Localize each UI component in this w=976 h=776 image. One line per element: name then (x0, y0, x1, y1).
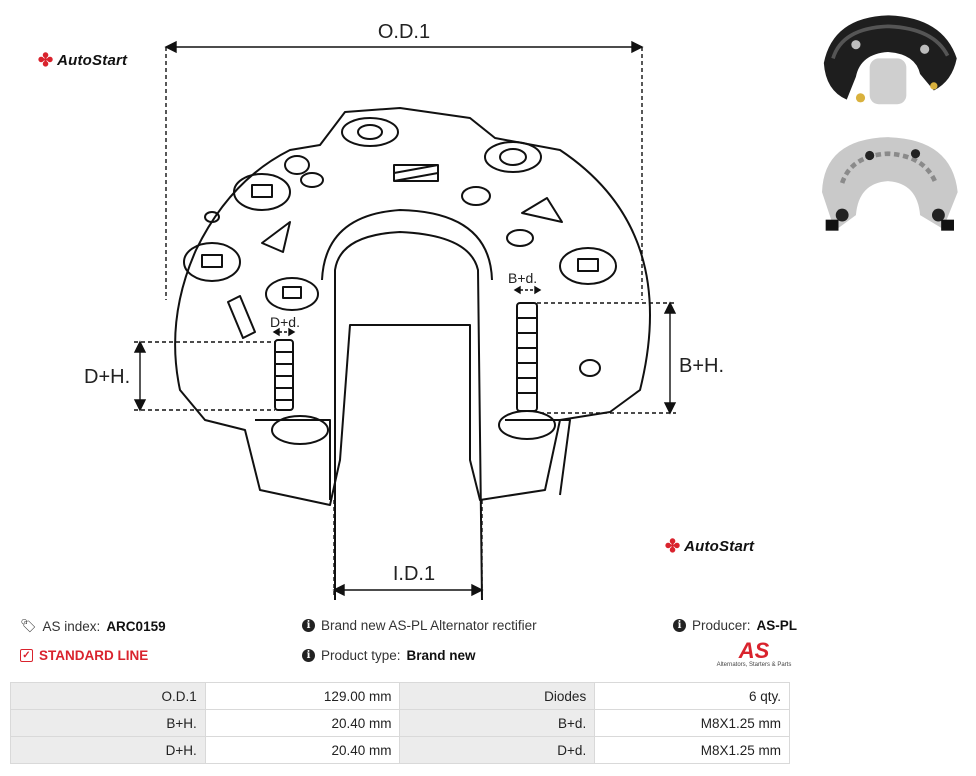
product-photo-bottom[interactable] (808, 128, 968, 238)
autostart-logo-bottom: ✤ AutoStart (665, 536, 755, 556)
info-icon: i (673, 619, 686, 632)
info-icon: i (302, 619, 315, 632)
bd-label: B+d. (508, 270, 537, 286)
dh-label: D+H. (84, 366, 130, 388)
as-index-value: ARC0159 (106, 618, 166, 634)
rectifier-outline (174, 107, 651, 506)
check-square-icon: ✓ (20, 649, 33, 662)
tags-icon: 🏷 (20, 618, 37, 633)
autostart-mark-icon: ✤ (38, 50, 54, 70)
product-photo-top[interactable] (808, 8, 968, 118)
autostart-logo-top: ✤ AutoStart (38, 50, 128, 70)
info-icon: i (302, 649, 315, 662)
od-label: O.D.1 (378, 21, 430, 43)
product-type: i Product type: Brand new (302, 648, 476, 663)
producer-value: AS-PL (756, 618, 798, 633)
standard-line-badge: ✓ STANDARD LINE (20, 648, 148, 663)
center-arch (334, 231, 483, 600)
autostart-mark-icon: ✤ (665, 536, 681, 556)
rectifier-technical-drawing: O.D.1 I.D.1 B+H. D+H. B+d. D+d. (84, 21, 724, 600)
table-row: D+H. 20.40 mm D+d. M8X1.25 mm (10, 736, 790, 764)
spec-table: O.D.1 129.00 mm Diodes 6 qty. B+H. 20.40… (10, 682, 790, 764)
id-label: I.D.1 (393, 563, 435, 585)
producer: i Producer: AS-PL (673, 618, 797, 633)
bh-label: B+H. (679, 355, 724, 377)
table-row: O.D.1 129.00 mm Diodes 6 qty. (10, 682, 790, 710)
as-index: 🏷 AS index: ARC0159 (20, 618, 166, 634)
product-type-value: Brand new (406, 648, 476, 663)
dd-label: D+d. (270, 314, 300, 330)
table-row: B+H. 20.40 mm B+d. M8X1.25 mm (10, 709, 790, 737)
product-description: i Brand new AS-PL Alternator rectifier (302, 618, 537, 633)
as-pl-logo: AS Alternators, Starters & Parts (716, 638, 792, 669)
